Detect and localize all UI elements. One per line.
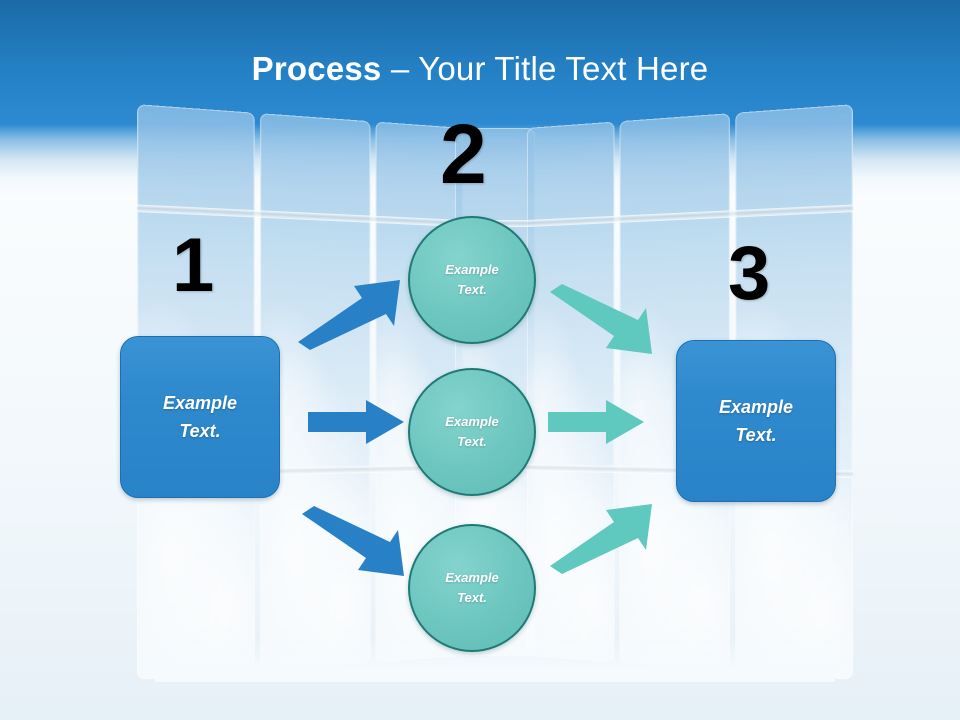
middle-circle-line1: Example (445, 414, 499, 429)
bottom-circle-line2: Text. (457, 590, 487, 605)
bottom-circle-line1: Example (445, 570, 499, 585)
top-example-circle[interactable]: Example Text. (408, 216, 536, 344)
left-box-line1: Example (162, 393, 238, 413)
arrow-top-to-right-icon (550, 284, 652, 354)
top-circle-line2: Text. (457, 282, 487, 297)
header-band (0, 0, 960, 124)
page-title-strong: Process (251, 50, 382, 87)
cube-tile-column (527, 121, 615, 663)
middle-circle-line2: Text. (457, 434, 487, 449)
arrow-middle-to-right-icon (548, 400, 644, 444)
step-number-2: 2 (440, 107, 487, 201)
step-number-1: 1 (172, 223, 214, 308)
bottom-example-circle[interactable]: Example Text. (408, 524, 536, 652)
left-example-box[interactable]: Example Text. (120, 336, 280, 498)
page-title: Process – Your Title Text Here (0, 50, 960, 88)
top-circle-line1: Example (445, 262, 499, 277)
right-box-line2: Text. (735, 425, 777, 445)
arrow-left-to-top-icon (298, 280, 400, 350)
arrow-left-to-middle-icon (308, 400, 404, 444)
middle-example-circle[interactable]: Example Text. (408, 368, 536, 496)
arrow-bottom-to-right-icon (550, 504, 652, 574)
step-number-3: 3 (728, 231, 770, 316)
arrow-left-to-bottom-icon (302, 506, 404, 576)
page-title-light: Your Title Text Here (418, 50, 709, 87)
page-title-separator: – (381, 50, 419, 87)
right-example-box[interactable]: Example Text. (676, 340, 836, 502)
left-box-line2: Text. (179, 421, 221, 441)
right-box-line1: Example (718, 397, 794, 417)
